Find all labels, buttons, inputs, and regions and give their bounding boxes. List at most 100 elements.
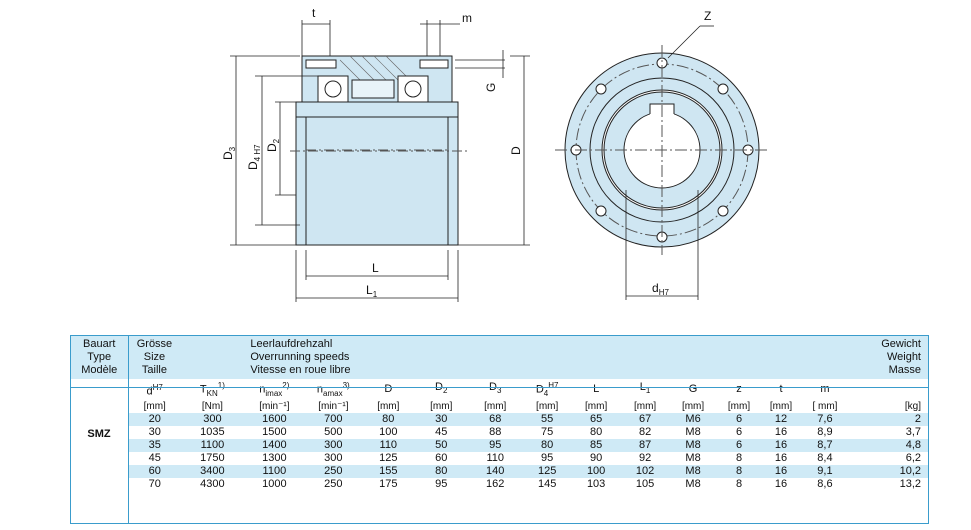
- cell: 75: [541, 425, 554, 438]
- sym-namax: namax3): [316, 381, 350, 398]
- cell: 6: [735, 425, 743, 438]
- unit-cell: [mm]: [484, 400, 507, 412]
- cell: 60: [435, 451, 448, 464]
- header-weight-de: Gewicht: [849, 335, 929, 351]
- cell: 2: [849, 412, 929, 426]
- header-size-de: Grösse: [128, 335, 181, 351]
- cell: 35: [128, 438, 181, 452]
- header-speed-fr: Vitesse en roue libre: [244, 364, 415, 379]
- header-weight-en: Weight: [849, 351, 929, 364]
- cell: 88: [489, 425, 502, 438]
- sym-D2: D2: [435, 381, 448, 396]
- cell: 6: [716, 412, 762, 426]
- cell: 87: [620, 438, 671, 452]
- cell: M8: [685, 425, 701, 438]
- cell: 16: [762, 464, 800, 478]
- cell: 4300: [200, 477, 225, 490]
- header-row-2: Type Size Overrunning speeds Weight: [70, 351, 929, 364]
- sprag-cage: [351, 79, 395, 99]
- dimension-labels: t m Z G D3 D4 H7 D2 D L L1 dH7: [221, 6, 711, 299]
- sym-L: L: [593, 382, 600, 395]
- table-row: 20 300 1600 700 80 30 68 55 65 67 M6 6 1…: [70, 412, 929, 426]
- unit-cell: [mm]: [727, 400, 751, 412]
- cell: 4,8: [849, 438, 929, 452]
- label-g: G: [484, 83, 498, 92]
- header-size-fr: Taille: [128, 364, 181, 379]
- cell: 30: [148, 425, 161, 438]
- table-row: 30 1035 1500 500 100 45 88 75 80 82 M8 6…: [70, 426, 929, 439]
- front-view: [555, 25, 770, 300]
- cell: 125: [379, 451, 398, 464]
- cell: 7,6: [799, 412, 850, 426]
- cell: 67: [620, 412, 671, 426]
- header-type-de: Bauart: [70, 335, 129, 351]
- cell: 300: [304, 438, 363, 452]
- header-type-en: Type: [70, 351, 129, 364]
- cell: 300: [180, 412, 245, 426]
- cell: 6: [716, 438, 762, 452]
- cell: 8,7: [799, 438, 850, 452]
- label-dh7: dH7: [652, 281, 669, 297]
- cell: 55: [522, 412, 573, 426]
- table-row: 35 1100 1400 300 110 50 95 80 85 87 M8 6…: [70, 438, 929, 452]
- cell: 95: [541, 451, 554, 464]
- header-row-1: Bauart Grösse Leerlaufdrehzahl Gewicht: [70, 335, 929, 351]
- sym-d: dH7: [146, 382, 163, 398]
- bolt-holes: [570, 57, 754, 243]
- cell: 16: [774, 425, 788, 438]
- cell: 30: [414, 412, 469, 426]
- cell: 80: [362, 412, 415, 426]
- label-d4: D4 H7: [246, 144, 262, 170]
- units-row: [mm] [Nm] [min⁻¹] [min⁻¹] [mm] [mm] [mm]…: [70, 400, 929, 413]
- cell: 145: [537, 477, 557, 490]
- label-z: Z: [704, 9, 711, 23]
- cell: 1300: [262, 451, 287, 464]
- cell: 8: [735, 477, 743, 490]
- cell: 90: [590, 451, 603, 464]
- cell: 80: [414, 464, 469, 478]
- cell: 175: [379, 477, 398, 490]
- cell: 1750: [200, 451, 225, 464]
- dimension-lines: [230, 20, 530, 302]
- cell: 82: [638, 425, 652, 438]
- cell: 105: [635, 477, 655, 490]
- housing-body: [295, 101, 459, 246]
- cell: 92: [638, 451, 652, 464]
- header-size-en: Size: [128, 351, 181, 364]
- unit-cell: [kg]: [904, 400, 921, 412]
- label-d2: D2: [265, 138, 281, 152]
- cell: 102: [620, 464, 671, 478]
- cell: 68: [468, 412, 523, 426]
- table-row: 60 3400 1100 250 155 80 140 125 100 102 …: [70, 464, 929, 478]
- table-row: 70 4300 1000 250 175 95 162 145 103 105 …: [70, 478, 929, 491]
- bearing-left: [317, 75, 349, 103]
- cell: 110: [486, 451, 504, 464]
- unit-cell: [mm]: [377, 400, 400, 412]
- cell: 60: [128, 464, 181, 478]
- side-view: [290, 55, 470, 246]
- header-type-fr: Modèle: [70, 364, 129, 379]
- cell: 1035: [200, 425, 225, 438]
- label-d3: D3: [221, 146, 237, 160]
- cell: M8: [685, 451, 701, 464]
- cell: 8: [716, 464, 762, 478]
- cell: 80: [590, 425, 603, 438]
- label-l: L: [372, 261, 379, 275]
- cell: 250: [304, 464, 363, 478]
- cell: 13,2: [899, 477, 921, 490]
- cell: 1600: [244, 412, 305, 426]
- unit-cell: [min⁻¹]: [318, 400, 349, 412]
- cell: 12: [762, 412, 800, 426]
- unit-cell: [mm]: [536, 400, 559, 412]
- unit-cell: [Nm]: [201, 400, 223, 412]
- cell: 8,4: [817, 451, 833, 464]
- header-row-3: Modèle Taille Vitesse en roue libre Mass…: [70, 364, 929, 379]
- cell: 3,7: [905, 425, 921, 438]
- unit-cell: [ mm]: [812, 400, 838, 412]
- label-m: m: [462, 11, 472, 25]
- cell: 103: [586, 477, 606, 490]
- cell: 500: [324, 425, 343, 438]
- bolt-left: [305, 59, 337, 69]
- sym-D3: D3: [489, 381, 502, 396]
- cell: 16: [774, 451, 788, 464]
